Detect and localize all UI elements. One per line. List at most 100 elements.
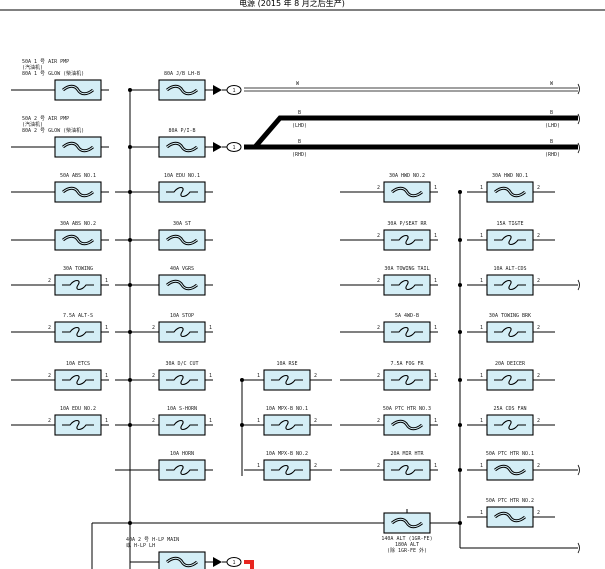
wire-color-label: B bbox=[298, 110, 301, 116]
wire-color-label: B bbox=[550, 139, 553, 145]
fuse-f-a4: 30A ABS NO.2 bbox=[11, 221, 109, 251]
fuse-f-a3: 50A ABS NO.1 bbox=[11, 173, 109, 203]
fuse-label: 10A MPX-B NO.2 bbox=[266, 451, 308, 457]
pin-label: 2 bbox=[377, 233, 380, 239]
fuse-label: (除 1GR-FE 外) bbox=[387, 547, 427, 554]
pin-label: 2 bbox=[537, 278, 540, 284]
pin-label: 1 bbox=[209, 325, 212, 331]
fuse-label: 10A RSE bbox=[276, 361, 297, 367]
fuse-label: 15A TI&TE bbox=[496, 221, 523, 227]
wire-note: (LHD) bbox=[545, 123, 560, 129]
fuse-label: 10A ALT-CDS bbox=[493, 266, 526, 272]
pin-label: 2 bbox=[152, 418, 155, 424]
fuse-f-b1: 180A J/B LH-B bbox=[130, 71, 242, 101]
fuse-label: 20A DEICER bbox=[495, 361, 526, 367]
fuse-label: 50A PTC HTR NO.3 bbox=[383, 406, 431, 412]
fuse-label: 30A TOWING BRK bbox=[489, 313, 531, 319]
fuse-link bbox=[391, 464, 423, 476]
wire-note: (RHD) bbox=[545, 152, 560, 158]
pin-label: 1 bbox=[434, 463, 437, 469]
fuse-label: 50A PTC HTR NO.1 bbox=[486, 451, 534, 457]
pin-label: 2 bbox=[152, 373, 155, 379]
pin-label: 2 bbox=[537, 418, 540, 424]
pin-label: 1 bbox=[480, 185, 483, 191]
fuse-label: 50A PTC HTR NO.2 bbox=[486, 498, 534, 504]
fuse-f-b3: 10A EDU NO.1 bbox=[115, 173, 213, 203]
pin-label: 1 bbox=[434, 278, 437, 284]
fuse-link bbox=[62, 279, 94, 291]
pin-label: 1 bbox=[480, 510, 483, 516]
fuse-link bbox=[271, 419, 303, 431]
fuse-f-d8: 140A ALT (1GR-FE)180A ALT(除 1GR-FE 外) bbox=[381, 509, 433, 554]
pin-label: 1 bbox=[434, 185, 437, 191]
pin-label: 1 bbox=[434, 233, 437, 239]
pin-label: 2 bbox=[314, 463, 317, 469]
diagram-title: 电源 (2015 年 8 月之后生产) bbox=[239, 0, 345, 8]
pin-label: 2 bbox=[377, 463, 380, 469]
fuse-label: 7.5A FOG FR bbox=[390, 361, 424, 367]
pin-label: 1 bbox=[480, 463, 483, 469]
fuse-link bbox=[494, 234, 526, 246]
pin-label: 1 bbox=[105, 325, 108, 331]
pin-label: 1 bbox=[434, 373, 437, 379]
pin-label: 1 bbox=[434, 418, 437, 424]
pin-label: 2 bbox=[537, 373, 540, 379]
fuse-link bbox=[166, 186, 198, 198]
fuse-link bbox=[166, 374, 198, 386]
pin-label: 2 bbox=[537, 325, 540, 331]
connector-terminal bbox=[226, 85, 242, 95]
connector-arrow bbox=[213, 85, 222, 95]
fuse-label: 10A S-HORN bbox=[167, 406, 197, 412]
fuse-link bbox=[62, 374, 94, 386]
pin-label: 2 bbox=[377, 325, 380, 331]
fuse-label: 10A STOP bbox=[170, 313, 194, 319]
pin-label: 2 bbox=[377, 373, 380, 379]
fuse-label: 10A EDU NO.1 bbox=[164, 173, 200, 179]
wire-w: W W bbox=[244, 81, 578, 92]
fuse-label: 30A ABS NO.2 bbox=[60, 221, 96, 227]
pin-label: 1 bbox=[257, 463, 260, 469]
fuse-link bbox=[166, 326, 198, 338]
fuse-link bbox=[166, 464, 198, 476]
pin-label: 2 bbox=[152, 325, 155, 331]
wire-color-label: W bbox=[296, 81, 300, 87]
pin-label: 2 bbox=[537, 510, 540, 516]
pin-label: 2 bbox=[537, 185, 540, 191]
connector-label: 1 bbox=[232, 145, 235, 151]
connector-arrow bbox=[213, 557, 222, 567]
fuse-label: 或 H-LP LH bbox=[126, 542, 155, 549]
fuse-link bbox=[62, 326, 94, 338]
pin-label: 2 bbox=[377, 418, 380, 424]
pin-label: 1 bbox=[209, 418, 212, 424]
fuse-label: 10A HORN bbox=[170, 451, 194, 457]
pin-label: 2 bbox=[48, 418, 51, 424]
pin-label: 2 bbox=[48, 373, 51, 379]
fuse-f-b8: 2 1 10A S-HORN bbox=[115, 406, 213, 436]
fuse-label: 180A ALT bbox=[395, 542, 419, 548]
fuse-label: 25A CDS FAN bbox=[493, 406, 526, 412]
fuse-label: (汽油机) bbox=[22, 64, 43, 71]
pin-label: 2 bbox=[314, 373, 317, 379]
wire-note: (RHD) bbox=[292, 152, 307, 158]
connector-label: 1 bbox=[232, 560, 235, 566]
fuse-label: 7.5A ALT-S bbox=[63, 313, 93, 319]
pin-label: 1 bbox=[257, 418, 260, 424]
pin-label: 1 bbox=[480, 278, 483, 284]
